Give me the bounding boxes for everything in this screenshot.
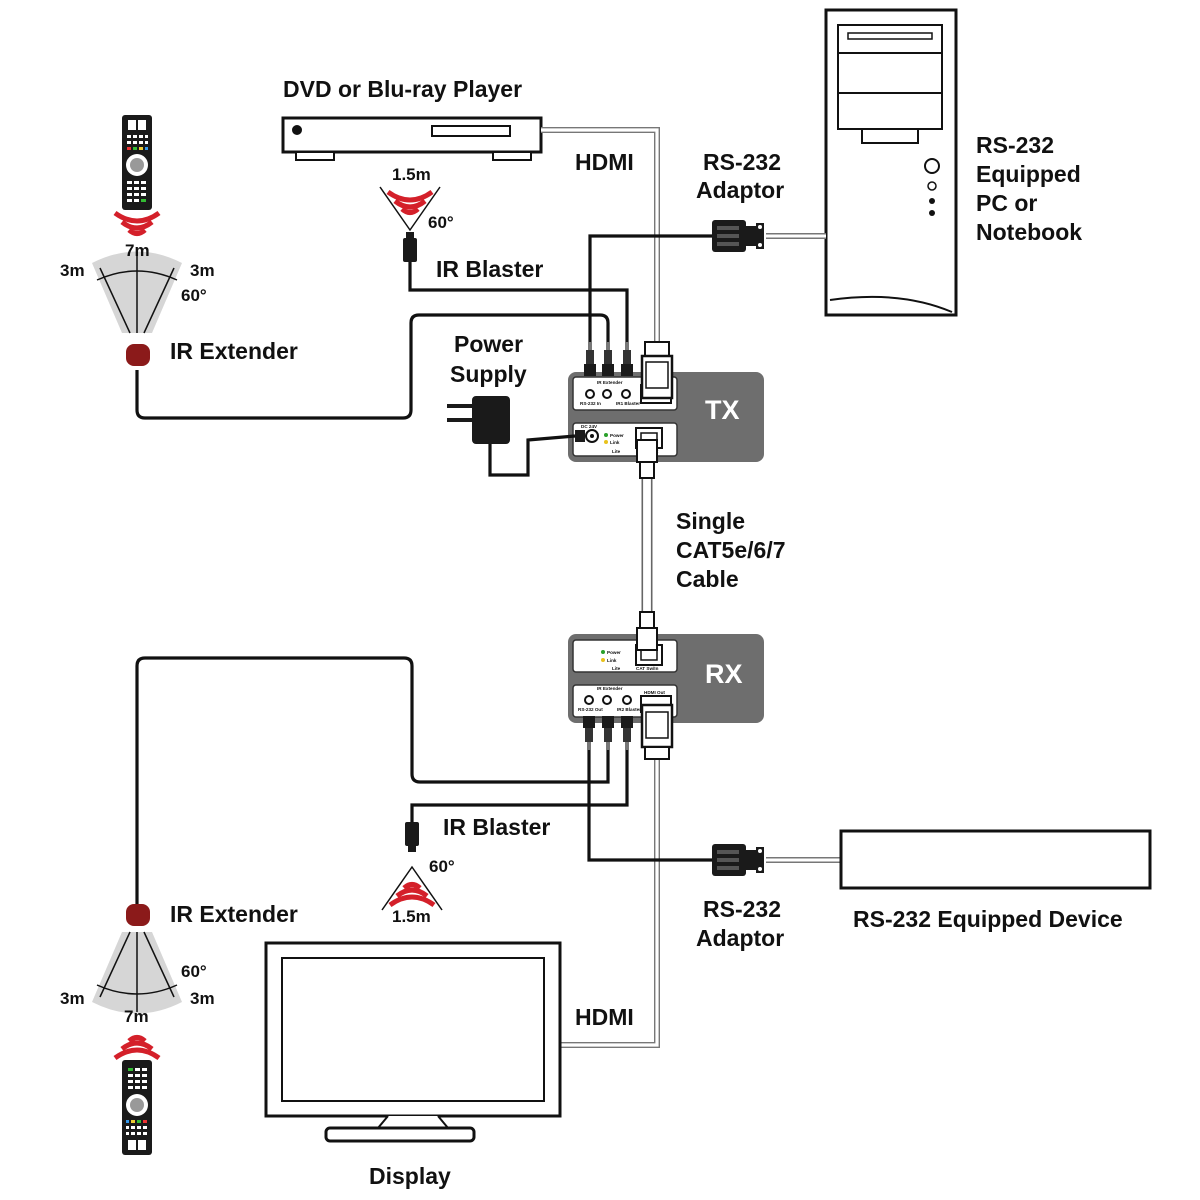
ir-extender-bottom-label: IR Extender xyxy=(170,901,298,927)
pc-label-line2: Equipped xyxy=(976,161,1081,187)
remote-control-bottom xyxy=(122,1060,152,1155)
ir-extender-coverage-bottom xyxy=(92,931,182,1014)
tx-dc-label: DC 24V xyxy=(581,424,598,429)
ir-extender-cable-top xyxy=(126,313,614,420)
dvd-player xyxy=(281,116,543,161)
ir-extender-top-range-center: 7m xyxy=(125,241,150,260)
rx-lite-label: Lite xyxy=(612,666,621,671)
ir-blaster-top-label: IR Blaster xyxy=(436,256,543,282)
display xyxy=(264,941,562,1143)
rx-ir-blaster-port-label: IR2 Blaster xyxy=(617,707,641,712)
power-supply-label-line2: Supply xyxy=(450,361,527,387)
ir-extender-bottom-range-left: 3m xyxy=(60,989,85,1008)
rx-power-led-label: Power xyxy=(607,650,621,655)
rs232-adaptor-top-label-line2: Adaptor xyxy=(696,177,784,203)
pc-label-line4: Notebook xyxy=(976,219,1082,245)
rs232-adaptor-bottom-label-line2: Adaptor xyxy=(696,925,784,951)
rs232-adaptor-top-label-line1: RS-232 xyxy=(703,149,781,175)
rx-ir-extender-port-label: IR Extender xyxy=(597,686,623,691)
ir-extender-cable-bottom xyxy=(126,656,614,926)
ir-blaster-top-distance: 1.5m xyxy=(392,165,431,184)
rs232-cable-bottom xyxy=(583,716,840,876)
cable-label-line3: Cable xyxy=(676,566,739,592)
rx-rs232-out-label: RS-232 Out xyxy=(578,707,603,712)
tx-link-led-label: Link xyxy=(610,440,620,445)
rs232-device xyxy=(839,829,1152,890)
ir-extender-top-label: IR Extender xyxy=(170,338,298,364)
pc-label-line1: RS-232 xyxy=(976,132,1054,158)
pc-label-line3: PC or xyxy=(976,190,1037,216)
ir-blaster-range-bottom xyxy=(381,865,443,911)
ir-blaster-cable-bottom xyxy=(405,716,633,852)
tx-power-led-label: Power xyxy=(610,433,624,438)
ir-blaster-bottom-angle: 60° xyxy=(429,857,455,876)
ir-waves-top xyxy=(115,213,159,234)
rx-hdmi-out-label: HDMI Out xyxy=(644,690,665,695)
ir-extender-bottom-range-right: 3m xyxy=(190,989,215,1008)
ir-blaster-top-angle: 60° xyxy=(428,213,454,232)
cat-cable xyxy=(636,439,658,651)
ir-extender-top-range-left: 3m xyxy=(60,261,85,280)
ir-extender-top-angle: 60° xyxy=(181,286,207,305)
ir-extender-bottom-angle: 60° xyxy=(181,962,207,981)
display-label: Display xyxy=(369,1163,451,1189)
hdmi-top-label: HDMI xyxy=(575,149,634,175)
tx-rs232-in-label: RS-232 In xyxy=(580,401,601,406)
ir-blaster-bottom-label: IR Blaster xyxy=(443,814,550,840)
power-supply-label-line1: Power xyxy=(454,331,523,357)
ir-extender-bottom-range-center: 7m xyxy=(124,1007,149,1026)
ir-waves-bottom xyxy=(115,1038,159,1059)
remote-control-top xyxy=(122,115,152,210)
cable-label-line2: CAT5e/6/7 xyxy=(676,537,786,563)
ir-extender-top-range-right: 3m xyxy=(190,261,215,280)
ir-blaster-range-top xyxy=(379,186,441,232)
rx-link-led-label: Link xyxy=(607,658,617,663)
rs232-adaptor-bottom-label-line1: RS-232 xyxy=(703,896,781,922)
rs232-cable-top xyxy=(584,220,826,376)
rs232-device-label: RS-232 Equipped Device xyxy=(853,906,1123,932)
hdmi-cable-bottom xyxy=(560,703,674,1048)
tx-label: TX xyxy=(705,395,740,425)
tx-ir-extender-port-label: IR Extender xyxy=(597,380,623,385)
hdmi-bottom-label: HDMI xyxy=(575,1004,634,1030)
pc-tower xyxy=(824,8,958,317)
ir-blaster-bottom-distance: 1.5m xyxy=(392,907,431,926)
rx-label: RX xyxy=(705,659,743,689)
tx-lite-label: Lite xyxy=(612,449,621,454)
power-supply xyxy=(447,396,585,477)
ir-extender-coverage-top xyxy=(92,251,182,334)
ir-blaster-cable-top xyxy=(403,232,633,376)
rx-cat-in-label: CAT Sw/In xyxy=(636,666,659,671)
dvd-player-label: DVD or Blu-ray Player xyxy=(283,76,522,102)
tx-ir-blaster-port-label: IR1 Blaster xyxy=(616,401,640,406)
hdmi-cable-top xyxy=(541,127,674,400)
cable-label-line1: Single xyxy=(676,508,745,534)
